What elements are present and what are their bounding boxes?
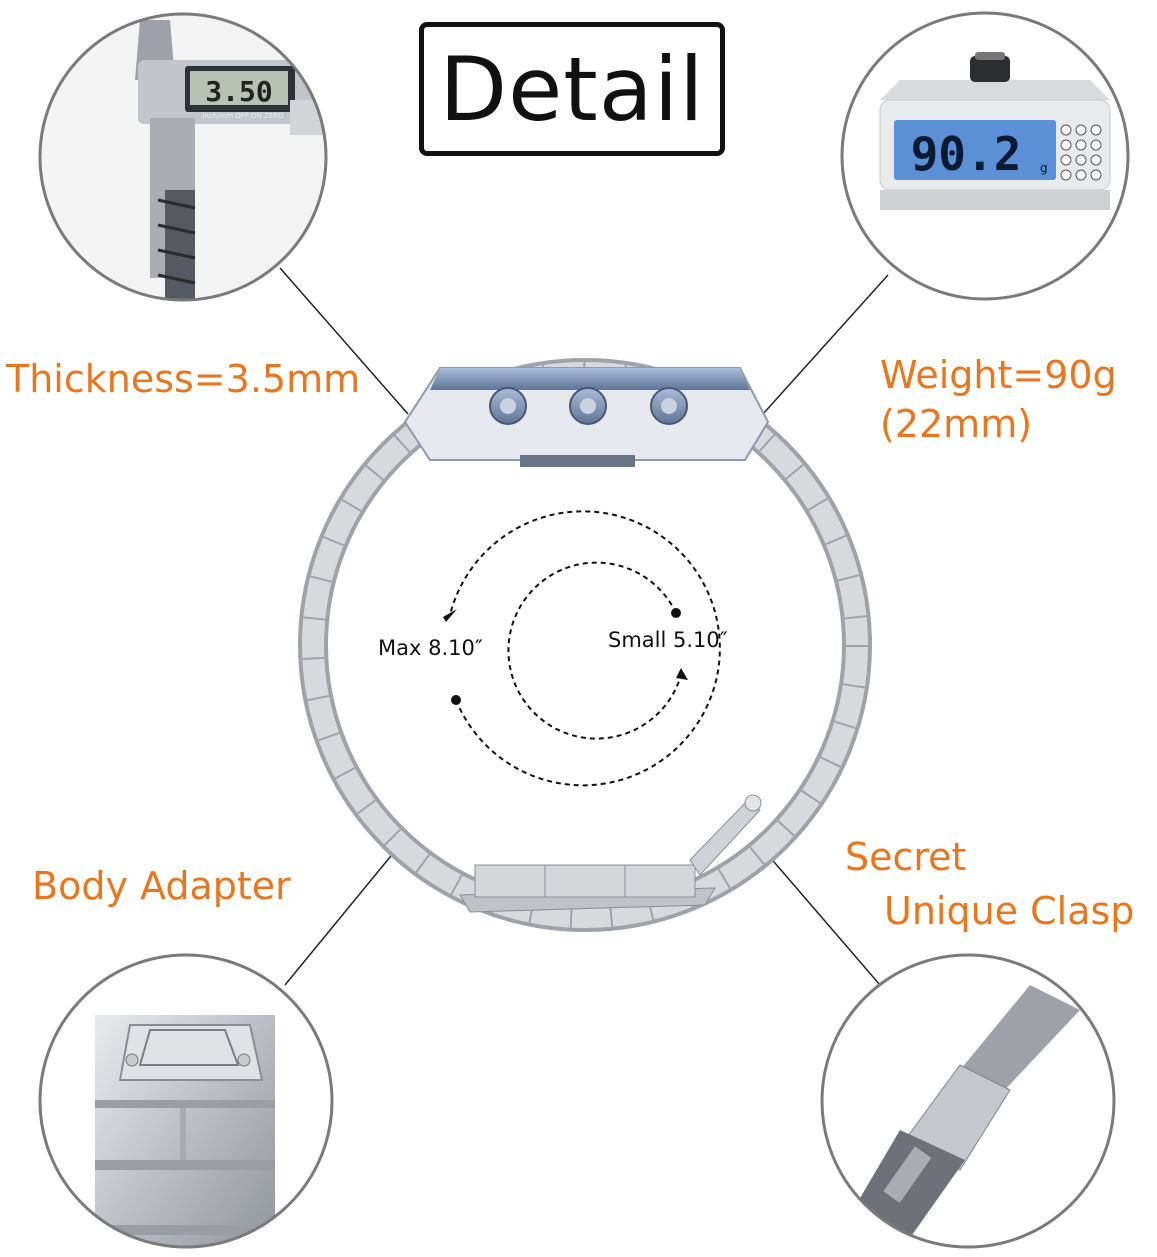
page-title: Detail [439,37,705,141]
size-arrows [449,510,721,787]
body-adapter-inset [38,953,334,1249]
caliper-small-text: inch/mm OFF ON ZERO [202,112,284,120]
caliper-reading: 3.50 [205,75,272,108]
scale-reading: 90.2 [911,127,1022,181]
weight-label: Weight=90g [880,353,1117,397]
clasp-label-line1: Secret [845,835,967,879]
caliper-inset [38,12,328,302]
leader-lines [279,267,889,986]
clasp-inset [820,953,1116,1249]
weight-size-label: (22mm) [880,402,1033,446]
clasp-label-line2: Unique Clasp [884,889,1135,933]
watch-head [403,367,770,467]
bracelet-clasp [459,794,762,913]
scale-unit: g [1040,161,1048,175]
small-size-label: Small 5.10″ [608,628,728,652]
scale-inset [840,11,1130,301]
title-box: Detail [419,22,725,156]
max-size-label: Max 8.10″ [378,636,483,660]
thickness-label: Thickness=3.5mm [6,357,361,401]
body-adapter-label: Body Adapter [32,864,291,908]
